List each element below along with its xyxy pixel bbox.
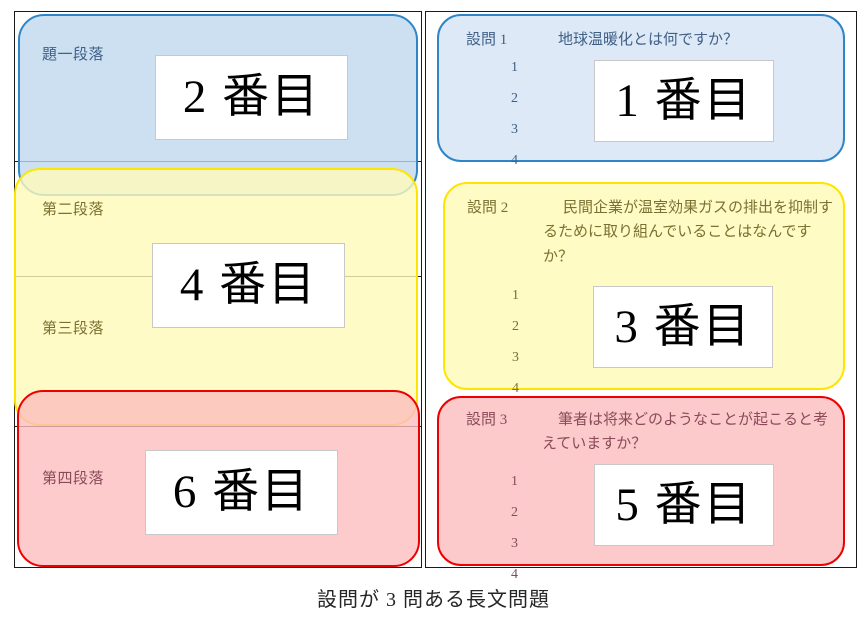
choice-item[interactable]: 3 [512, 350, 519, 365]
question-number-1: 設問 1 [466, 32, 508, 48]
question-card-1[interactable]: 設問 1 地球温暖化とは何ですか？ 1 2 3 4 1 番目 [437, 14, 845, 168]
paragraph-label-second: 第二段落 [42, 202, 105, 218]
reading-order-value: 5 番目 [615, 478, 753, 531]
choice-item[interactable]: 2 [512, 319, 519, 334]
reading-order-value: 2 番目 [182, 71, 321, 123]
question-heading-3: 設問 3 筆者は将来どのようなことが起こると考えていますか？ [466, 408, 834, 457]
reading-order-box-paragraph2: 4 番目 [152, 243, 345, 328]
reading-order-box-question2: 3 番目 [593, 286, 773, 368]
choice-item[interactable]: 1 [512, 288, 519, 303]
paragraph-label-fourth: 第四段落 [42, 471, 105, 487]
reading-order-box-question1: 1 番目 [594, 60, 774, 142]
choice-item[interactable]: 1 [511, 474, 518, 489]
choice-item[interactable]: 1 [511, 60, 518, 75]
question-card-2[interactable]: 設問 2 民間企業が温室効果ガスの排出を抑制するために取り組んでいることはなんで… [443, 182, 845, 396]
question-choices-1[interactable]: 1 2 3 4 [511, 60, 518, 184]
choice-item[interactable]: 2 [511, 505, 518, 520]
question-heading-1: 設問 1 地球温暖化とは何ですか？ [466, 28, 834, 52]
question-card-3[interactable]: 設問 3 筆者は将来どのようなことが起こると考えていますか？ 1 2 3 4 5… [437, 396, 845, 582]
questions-panel [425, 11, 857, 568]
reading-order-value: 6 番目 [172, 466, 311, 518]
reading-order-value: 1 番目 [615, 74, 753, 127]
choice-item[interactable]: 3 [511, 122, 518, 137]
reading-order-value: 3 番目 [614, 300, 752, 353]
choice-item[interactable]: 4 [511, 567, 518, 582]
question-number-2: 設問 2 [467, 200, 509, 216]
reading-order-box-question3: 5 番目 [594, 464, 774, 546]
choice-item[interactable]: 2 [511, 91, 518, 106]
reading-order-box-paragraph1: 2 番目 [155, 55, 348, 140]
question-choices-3[interactable]: 1 2 3 4 [511, 474, 518, 598]
paragraph-label-third: 第三段落 [42, 321, 105, 337]
question-text-2: 民間企業が温室効果ガスの排出を抑制するために取り組んでいることはなんですか？ [543, 200, 834, 265]
question-heading-2: 設問 2 民間企業が温室効果ガスの排出を抑制するために取り組んでいることはなんで… [467, 196, 835, 269]
choice-item[interactable]: 3 [511, 536, 518, 551]
figure-caption: 設問が 3 問ある長文問題 [317, 589, 550, 611]
choice-item[interactable]: 4 [511, 153, 518, 168]
question-text-1: 地球温暖化とは何ですか？ [558, 32, 739, 48]
reading-order-value: 4 番目 [179, 259, 318, 311]
reading-order-box-paragraph4: 6 番目 [145, 450, 338, 535]
paragraph-label-first: 題一段落 [42, 47, 105, 63]
question-choices-2[interactable]: 1 2 3 4 [512, 288, 519, 412]
choice-item[interactable]: 4 [512, 381, 519, 396]
question-text-3: 筆者は将来どのようなことが起こると考えていますか？ [542, 412, 829, 453]
question-number-3: 設問 3 [466, 412, 508, 428]
